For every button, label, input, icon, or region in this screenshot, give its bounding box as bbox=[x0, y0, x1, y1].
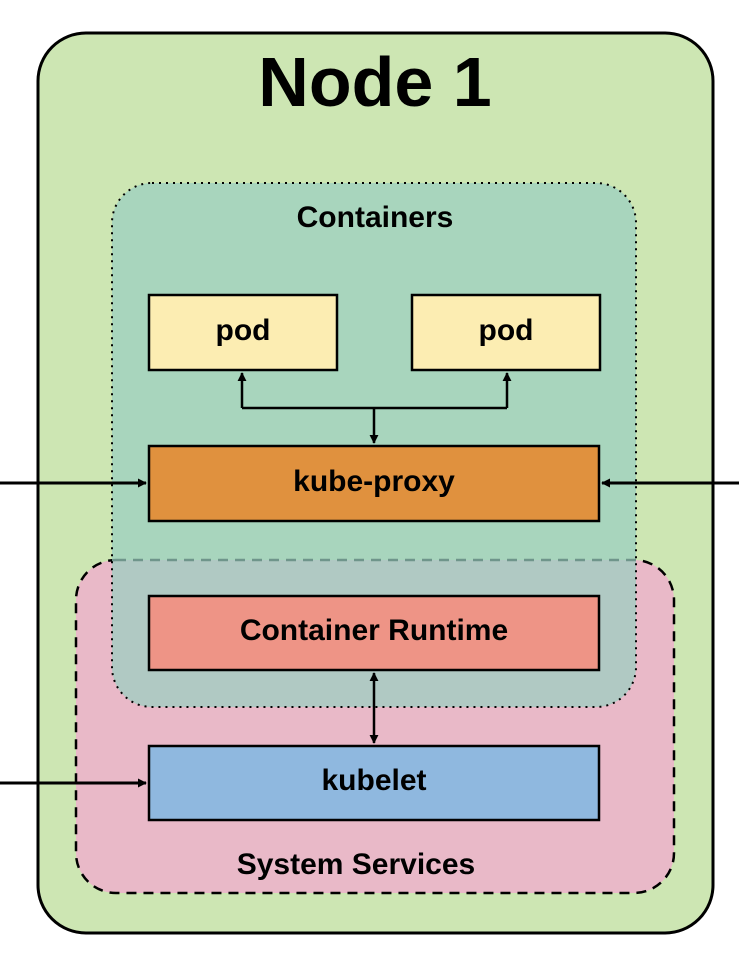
kubelet-label: kubelet bbox=[321, 764, 426, 797]
kube-proxy-box bbox=[147, 444, 601, 523]
kube-proxy-label: kube-proxy bbox=[293, 465, 455, 498]
system-services-label: System Services bbox=[237, 848, 476, 881]
containers-group-label: Containers bbox=[297, 201, 454, 234]
kubelet-box bbox=[147, 744, 601, 822]
pod-right-box bbox=[410, 293, 602, 372]
container-runtime-label: Container Runtime bbox=[240, 614, 508, 647]
pod-left-label: pod bbox=[216, 314, 271, 347]
container-runtime-box bbox=[147, 594, 601, 672]
node-title: Node 1 bbox=[258, 43, 491, 121]
pod-left-box bbox=[147, 293, 339, 372]
pod-right-label: pod bbox=[479, 314, 534, 347]
